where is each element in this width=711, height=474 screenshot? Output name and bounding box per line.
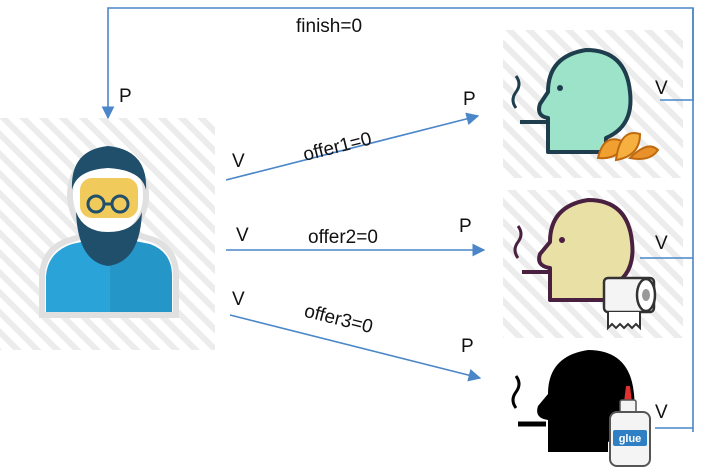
glue-bottle-icon: glue [609, 386, 651, 467]
offer1-label: offer1=0 [301, 129, 374, 166]
paper-roll-icon [602, 276, 657, 331]
offer3-label: offer3=0 [302, 301, 375, 338]
offer2-v-label: V [236, 225, 249, 246]
offer1-arrow [225, 112, 480, 181]
smoker2-head-icon [513, 198, 635, 302]
offer3-v-label: V [232, 289, 245, 310]
bearded-man-icon [39, 146, 179, 318]
offer1-v-label: V [232, 151, 245, 172]
smoker1-v-label: V [655, 78, 668, 99]
offer3-arrow [229, 314, 482, 382]
finish-label: finish=0 [296, 16, 362, 37]
glue-label: glue [619, 433, 642, 445]
agent-p-label: P [119, 86, 132, 107]
smoker3-p-label: P [461, 336, 474, 357]
smoker2-v-label: V [655, 233, 668, 254]
tobacco-leaves-icon [596, 132, 660, 162]
smoker1-head-icon [511, 48, 633, 154]
smoker3-v-label: V [655, 402, 668, 423]
offer2-label: offer2=0 [308, 227, 378, 248]
smoker2-p-label: P [459, 216, 472, 237]
finish-loop [101, 7, 694, 432]
smoker1-p-label: P [463, 89, 476, 110]
